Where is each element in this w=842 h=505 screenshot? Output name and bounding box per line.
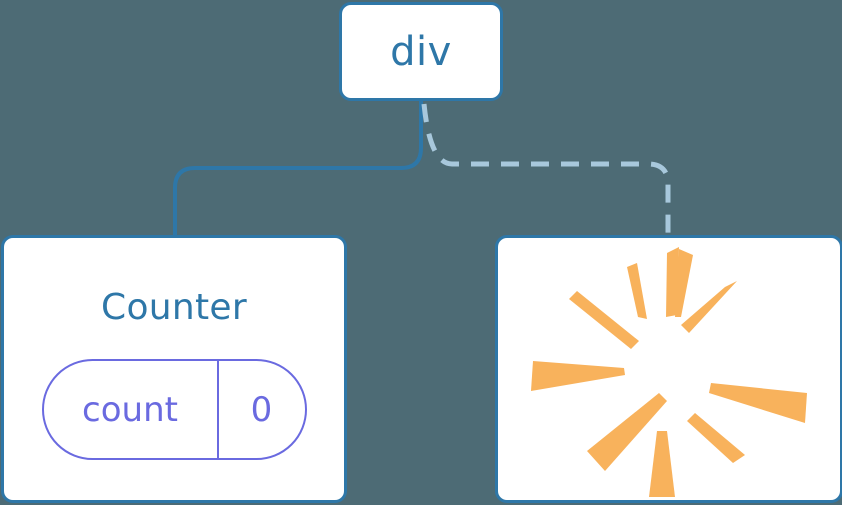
ray-w [531, 361, 625, 391]
node-counter-title: Counter [101, 287, 247, 328]
ray-se [687, 413, 745, 463]
ray-nne2 [675, 249, 693, 317]
ray-n [666, 247, 679, 317]
node-counter[interactable]: Counter count 0 [1, 235, 347, 503]
state-pill-key: count [44, 361, 219, 458]
ray-nne [681, 281, 737, 333]
node-div[interactable]: div [339, 2, 503, 101]
ray-nnw [627, 263, 647, 319]
state-pill-value: 0 [250, 389, 273, 430]
sparkle-rays-svg [531, 247, 807, 497]
edge-div-to-counter [173, 99, 423, 237]
ray-sw [587, 393, 667, 471]
sparkle-burst-icon [529, 241, 809, 501]
edge-div-to-sparkle [421, 103, 671, 235]
state-pill-count[interactable]: count 0 [41, 359, 307, 460]
ray-e [709, 383, 807, 423]
node-div-label: div [390, 28, 452, 75]
ray-s [649, 431, 675, 497]
ray-nw [569, 291, 639, 349]
node-sparkle[interactable] [495, 235, 842, 503]
